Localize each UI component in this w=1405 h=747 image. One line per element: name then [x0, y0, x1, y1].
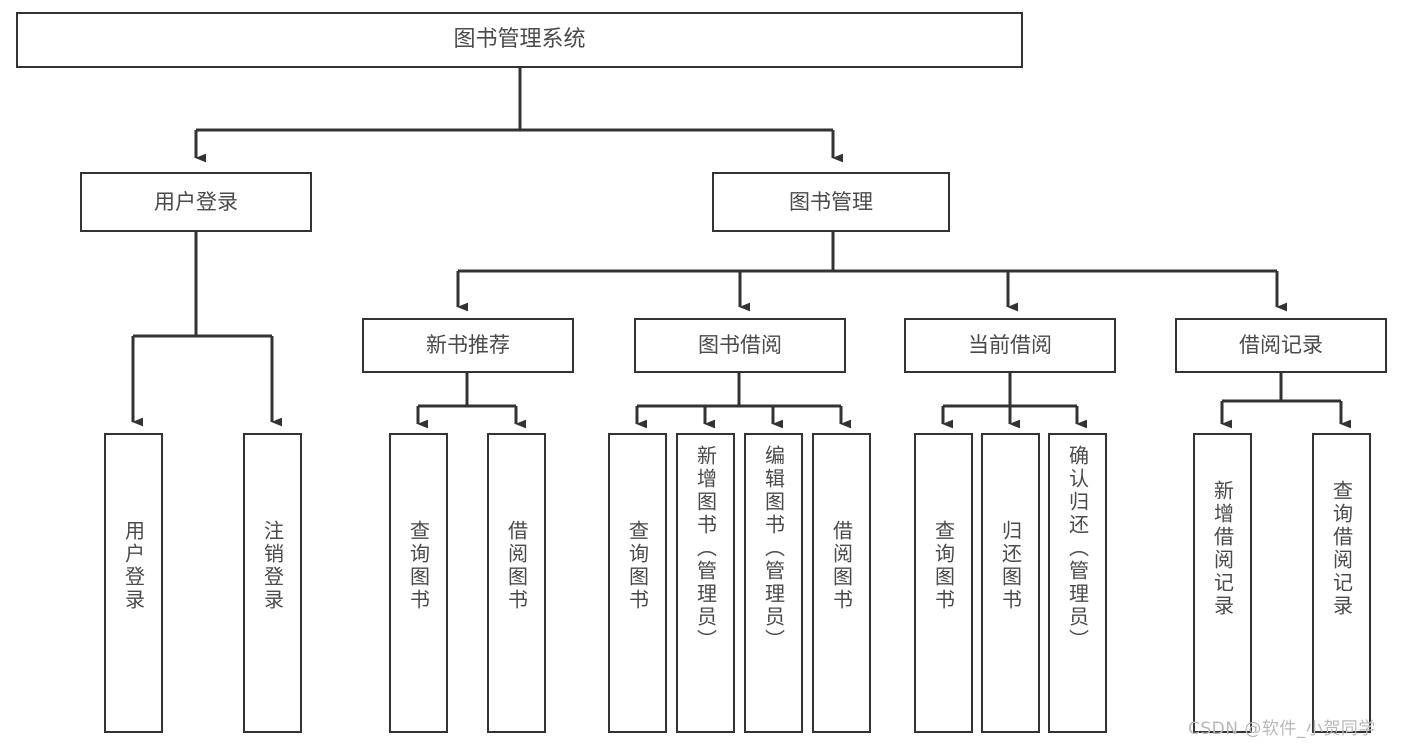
node-borrow-record[interactable]: 借阅记录 [1175, 318, 1387, 373]
node-book-borrow[interactable]: 图书借阅 [634, 318, 846, 373]
node-label: 借阅图书 [504, 520, 529, 612]
node-leaf-add-book-admin[interactable]: 新增图书（管理员） [676, 433, 735, 733]
node-label: 借阅图书 [829, 520, 854, 612]
node-leaf-confirm-return-admin[interactable]: 确认归还（管理员） [1048, 433, 1107, 733]
node-label: 查询图书 [625, 520, 650, 612]
node-label: 用户登录 [121, 520, 146, 612]
node-label: 查询图书 [931, 520, 956, 612]
node-current-borrow[interactable]: 当前借阅 [904, 318, 1116, 373]
node-label: 用户登录 [154, 189, 238, 214]
node-leaf-query-book-current[interactable]: 查询图书 [914, 433, 973, 733]
node-leaf-user-login[interactable]: 用户登录 [104, 433, 163, 733]
node-label: 确认归还（管理员） [1065, 445, 1090, 652]
node-leaf-return-book[interactable]: 归还图书 [981, 433, 1040, 733]
node-leaf-borrow-book-borrow[interactable]: 借阅图书 [812, 433, 871, 733]
node-user-login[interactable]: 用户登录 [80, 172, 312, 232]
node-label: 归还图书 [998, 520, 1023, 612]
node-label: 注销登录 [260, 520, 285, 612]
node-label: 图书管理 [789, 189, 873, 214]
node-leaf-query-borrow-record[interactable]: 查询借阅记录 [1312, 433, 1371, 733]
node-label: 查询图书 [406, 520, 431, 612]
node-label: 当前借阅 [968, 333, 1052, 358]
node-leaf-add-borrow-record[interactable]: 新增借阅记录 [1193, 433, 1252, 733]
node-new-book-recommendation[interactable]: 新书推荐 [362, 318, 574, 373]
node-leaf-query-book-recommend[interactable]: 查询图书 [389, 433, 448, 733]
node-label: 查询借阅记录 [1329, 480, 1354, 618]
node-leaf-logout[interactable]: 注销登录 [243, 433, 302, 733]
node-label: 图书管理系统 [453, 27, 586, 53]
node-leaf-borrow-book-recommend[interactable]: 借阅图书 [487, 433, 546, 733]
watermark-text: CSDN @软件_小贺同学 [1188, 719, 1376, 739]
node-label: 图书借阅 [698, 333, 782, 358]
node-book-management[interactable]: 图书管理 [712, 172, 950, 232]
node-label: 新书推荐 [426, 333, 510, 358]
node-label: 借阅记录 [1239, 333, 1323, 358]
node-label: 新增借阅记录 [1210, 480, 1235, 618]
node-leaf-edit-book-admin[interactable]: 编辑图书（管理员） [744, 433, 803, 733]
node-leaf-query-book-borrow[interactable]: 查询图书 [608, 433, 667, 733]
node-root-book-management-system[interactable]: 图书管理系统 [16, 12, 1023, 68]
node-label: 新增图书（管理员） [693, 445, 718, 652]
node-label: 编辑图书（管理员） [761, 445, 786, 652]
